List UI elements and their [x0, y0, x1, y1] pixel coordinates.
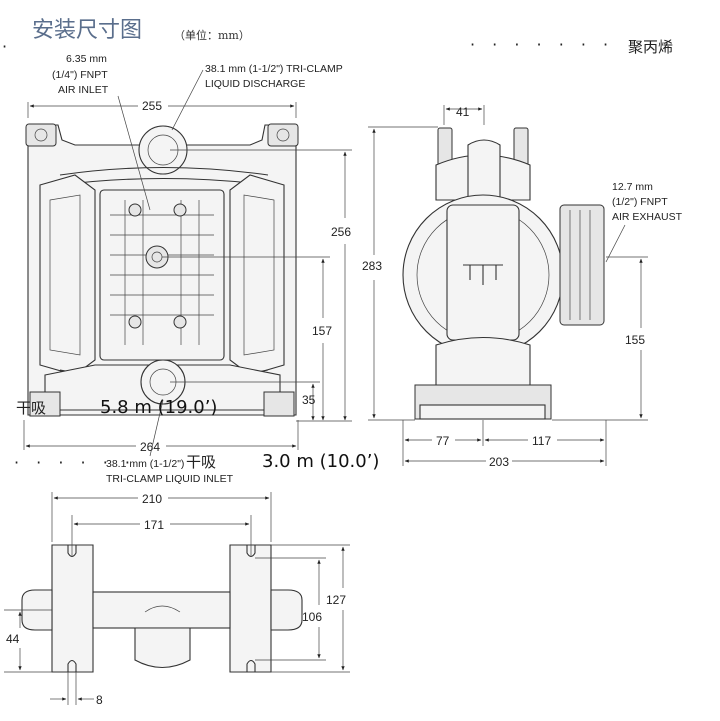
page-title: 安装尺寸图	[32, 18, 142, 43]
dim-side-base-117: 117	[532, 434, 551, 448]
dry-suction-label-1: 干吸	[16, 399, 46, 417]
dry-suction-value-1: 5.8 m (19.0’)	[100, 397, 217, 418]
dim-top-slot-8: 8	[96, 693, 103, 707]
dim-top-width-210: 210	[142, 492, 162, 506]
dim-front-height-157: 157	[312, 324, 332, 338]
dim-side-height-283: 283	[362, 259, 382, 273]
callout-liquid-discharge: 38.1 mm (1-1/2") TRI-CLAMP LIQUID DISCHA…	[171, 63, 343, 131]
liquid-inlet-line-2: TRI-CLAMP LIQUID INLET	[106, 473, 234, 485]
dim-side-width-top: 41	[456, 105, 470, 119]
dry-suction-label-2: 干吸	[186, 453, 216, 471]
air-exhaust-line-1: 12.7 mm	[612, 181, 653, 193]
side-view	[402, 127, 605, 420]
air-inlet-line-1: 6.35 mm	[66, 53, 107, 65]
dim-front-width-bottom: 264	[140, 440, 160, 454]
dim-side-base-203: 203	[489, 455, 509, 469]
dotted-leader-top: · · · · · · ·	[470, 35, 614, 54]
air-exhaust-line-2: (1/2") FNPT	[612, 196, 668, 208]
suction-info: 干吸 5.8 m (19.0’) 干吸 3.0 m (10.0’) · · · …	[14, 397, 379, 472]
callout-air-exhaust: 12.7 mm (1/2") FNPT AIR EXHAUST	[605, 181, 683, 263]
top-view-dimensions: 210 171 127 106 44 8	[4, 492, 350, 707]
dim-side-height-155: 155	[625, 333, 645, 347]
dim-side-base-77: 77	[436, 434, 450, 448]
dim-front-height-35: 35	[302, 393, 316, 407]
dry-suction-value-2: 3.0 m (10.0’)	[262, 451, 379, 472]
top-view	[21, 544, 303, 673]
callout-liquid-inlet: 38.1 mm (1-1/2") TRI-CLAMP LIQUID INLET	[106, 399, 234, 485]
air-exhaust-line-3: AIR EXHAUST	[612, 211, 683, 223]
liquid-inlet-line-1: 38.1 mm (1-1/2")	[106, 458, 184, 470]
dotted-leader-bottom: · · · · · ·	[14, 453, 136, 472]
front-view	[25, 123, 299, 417]
air-inlet-line-3: AIR INLET	[58, 84, 109, 96]
unit-note: （单位：mm）	[174, 28, 250, 42]
dim-top-width-171: 171	[144, 518, 164, 532]
dim-front-height-256: 256	[331, 225, 351, 239]
front-view-dimensions: 255 256 157 35 264	[23, 99, 352, 454]
liquid-discharge-line-1: 38.1 mm (1-1/2") TRI-CLAMP	[205, 63, 343, 75]
dim-front-width-top: 255	[142, 99, 162, 113]
dim-top-height-106: 106	[302, 610, 322, 624]
dim-top-height-44: 44	[6, 632, 20, 646]
side-view-dimensions: 41 283 155 77 117 203	[362, 105, 648, 469]
dot-left-top: ·	[2, 37, 13, 56]
callout-air-inlet: 6.35 mm (1/4") FNPT AIR INLET	[52, 53, 151, 211]
dim-top-height-127: 127	[326, 593, 346, 607]
liquid-discharge-line-2: LIQUID DISCHARGE	[205, 78, 305, 90]
material-label: 聚丙烯	[628, 38, 673, 56]
air-inlet-line-2: (1/4") FNPT	[52, 69, 108, 81]
